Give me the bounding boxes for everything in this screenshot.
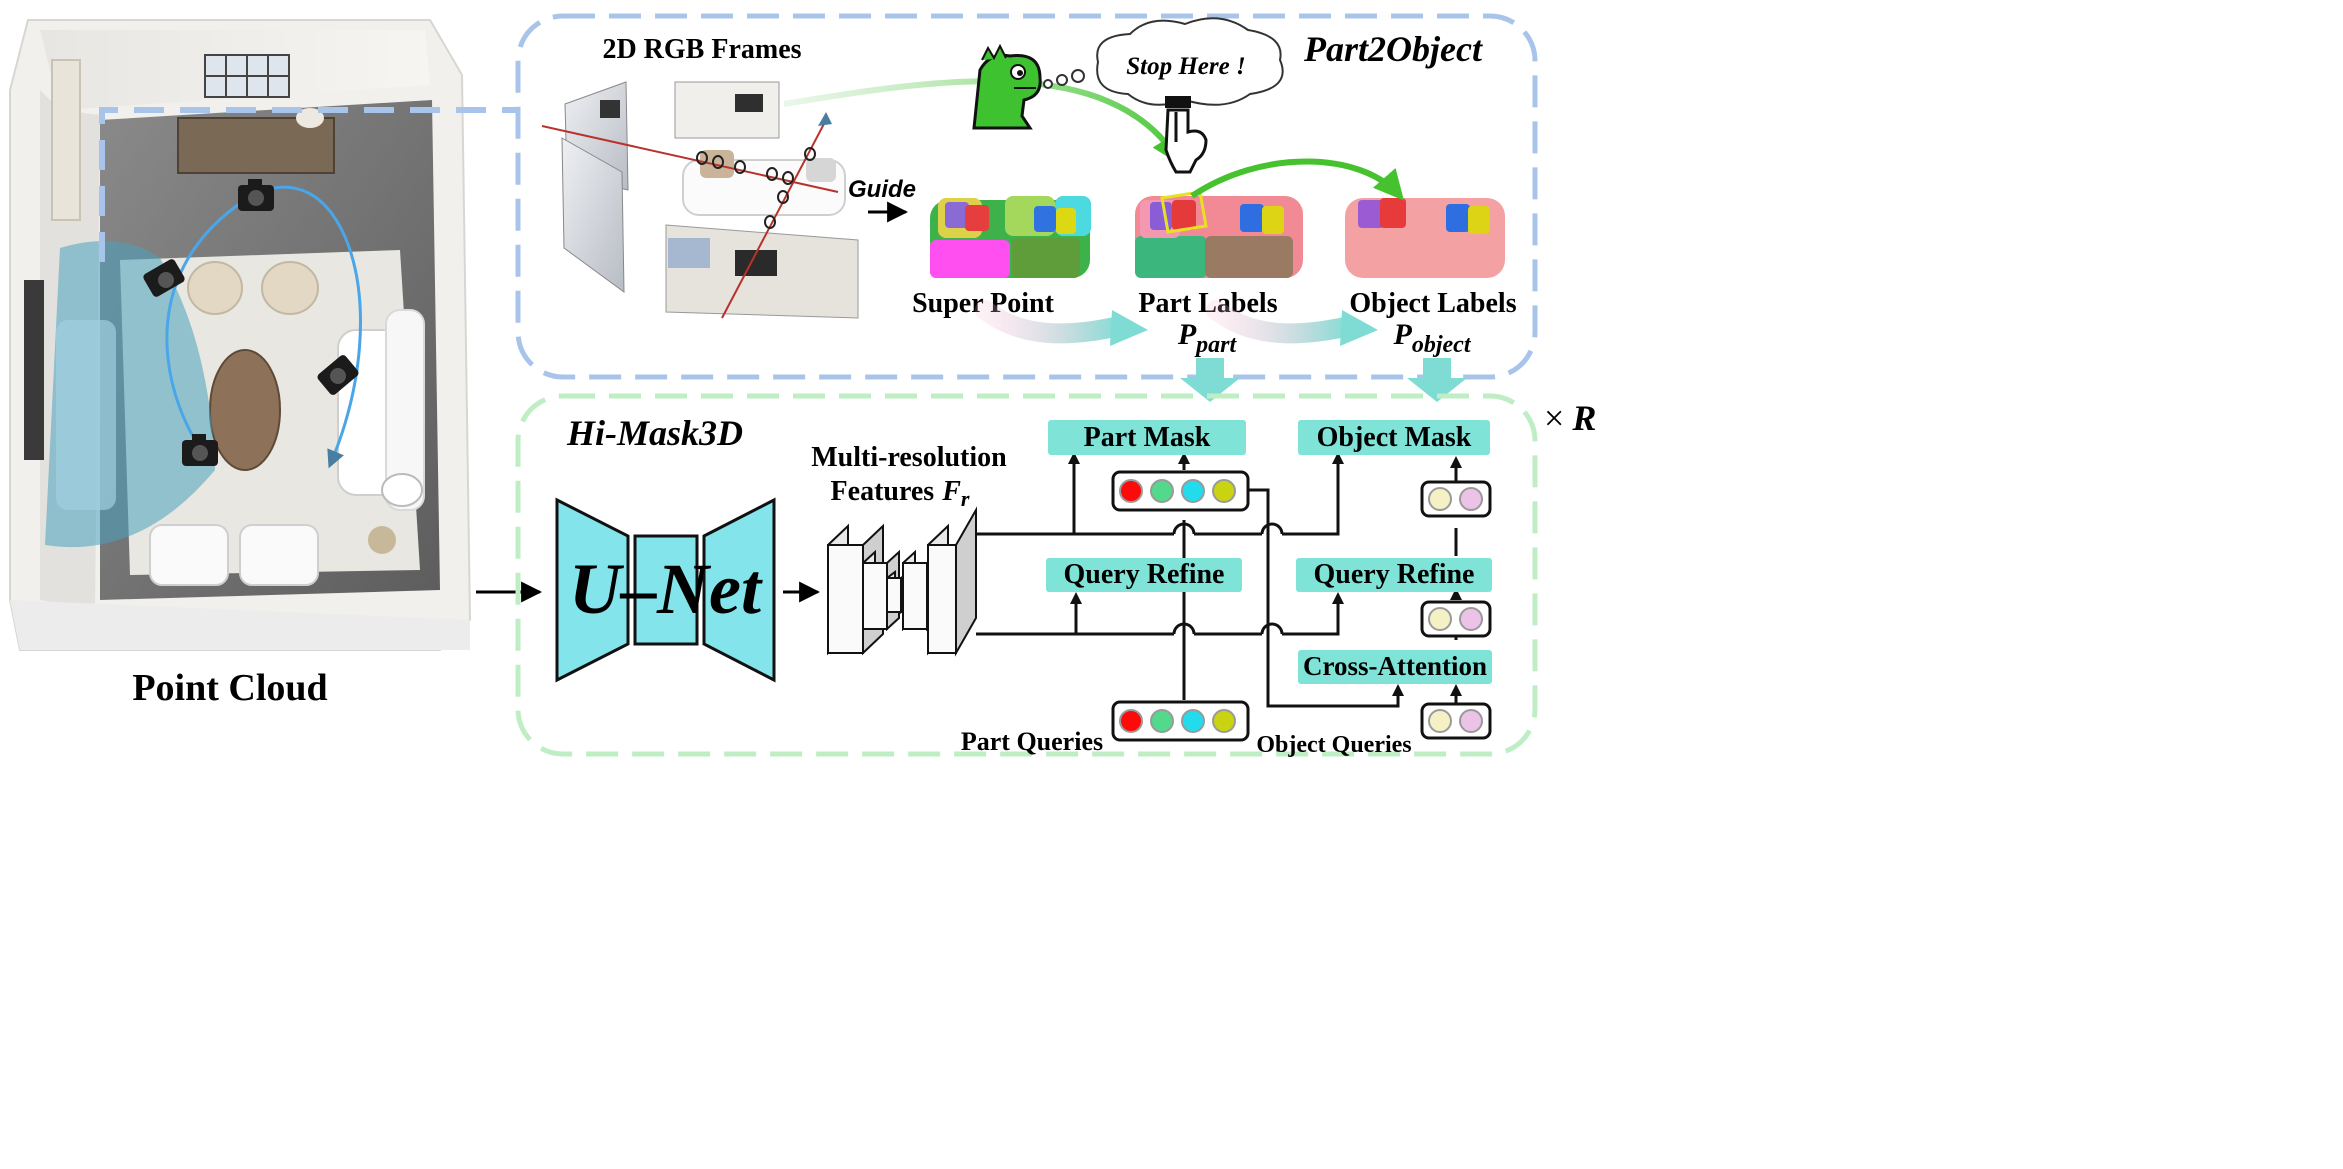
query-dot (1119, 479, 1143, 503)
query-dot (1212, 709, 1236, 733)
part-query-tokens-bottom (1111, 700, 1250, 742)
super-point-sofa (930, 196, 1091, 278)
part-labels-symbol: Ppart (1177, 318, 1238, 358)
super-to-part-arrow (975, 300, 1130, 344)
point-cloud-room (9, 19, 472, 651)
hi-mask3d-title: Hi-Mask3D (566, 413, 743, 453)
object-labels-sofa (1345, 198, 1505, 278)
repeat-times-symbol: ×R (1544, 398, 1596, 438)
object-mask-box (1298, 420, 1490, 455)
query-dot (1150, 709, 1174, 733)
speech-bubble-text: Stop Here ! (1126, 53, 1245, 80)
dinosaur-icon (972, 43, 1042, 130)
camera-icon (238, 179, 274, 211)
part2object-panel (515, 13, 1538, 380)
feature-stack (827, 506, 977, 657)
part2object-title: Part2Object (1303, 29, 1483, 69)
part-queries-label: Part Queries (961, 727, 1103, 756)
guide-label: Guide (848, 176, 916, 203)
wire-arrowheads (1068, 452, 1462, 696)
part-to-object-arrow (1206, 300, 1360, 344)
object-labels-down-arrow (1407, 358, 1467, 402)
object-queries-label: Object Queries (1256, 732, 1411, 758)
hi-mask3d-panel (515, 393, 1538, 757)
thought-dots (1043, 69, 1085, 89)
camera-icon (317, 355, 359, 395)
query-dot (1181, 709, 1205, 733)
cross-attention-label: Cross-Attention (1303, 651, 1487, 681)
query-dot (1459, 607, 1483, 631)
speech-bubble (1096, 17, 1284, 106)
part-mask-box (1048, 420, 1246, 455)
query-dot (1181, 479, 1205, 503)
query-refine-object-label: Query Refine (1314, 559, 1475, 590)
object-labels-name: Object Labels (1349, 288, 1516, 319)
query-refine-part-label: Query Refine (1064, 559, 1225, 590)
stop-hand-icon (1164, 96, 1208, 174)
camera-icon (182, 434, 218, 466)
connector-dashed (99, 107, 520, 262)
query-dot (1428, 709, 1452, 733)
query-refine-part-box (1046, 558, 1242, 592)
cross-attention-box (1298, 650, 1492, 684)
rgb-frames (541, 81, 859, 319)
point-cloud-caption: Point Cloud (132, 667, 327, 709)
part-labels-down-arrow (1180, 358, 1240, 402)
query-dot (1459, 709, 1483, 733)
query-dot (1428, 487, 1452, 511)
query-refine-object-box (1296, 558, 1492, 592)
object-mask-label: Object Mask (1317, 422, 1472, 453)
object-labels-symbol: Pobject (1393, 318, 1472, 358)
query-dot (1459, 487, 1483, 511)
features-line1: Multi-resolution (811, 442, 1007, 473)
unet-label: U–Net (569, 549, 763, 629)
query-dot (1150, 479, 1174, 503)
query-dot (1119, 709, 1143, 733)
camera-icon (143, 259, 185, 297)
query-dots (1119, 479, 1483, 733)
frames-label: 2D RGB Frames (602, 34, 801, 65)
unet-block (555, 497, 776, 683)
part-query-tokens-top (1111, 470, 1250, 512)
part-to-object-green-arrow (1190, 158, 1404, 201)
part-mask-label: Part Mask (1084, 422, 1211, 453)
part-labels-sofa (1135, 190, 1303, 278)
query-dot (1212, 479, 1236, 503)
query-dot (1428, 607, 1452, 631)
